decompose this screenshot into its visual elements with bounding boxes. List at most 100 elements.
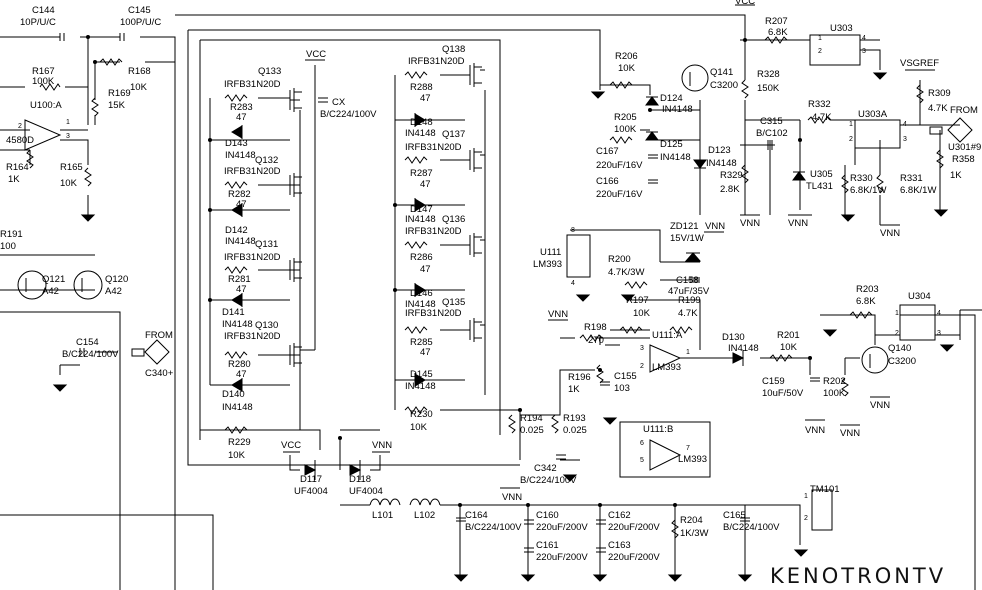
component-ref-label: R200 bbox=[608, 254, 631, 265]
pin-label: 2 bbox=[640, 363, 644, 370]
component-value-label: 1K/3W bbox=[680, 528, 709, 539]
pin-label: 8 bbox=[571, 227, 575, 234]
component-value-label: IN4148 bbox=[405, 128, 436, 139]
component-ref-label: R288 bbox=[410, 82, 433, 93]
component-value-label: 47 bbox=[236, 199, 247, 210]
net-label-vnn: VNN bbox=[880, 228, 900, 239]
component-ref-label: U305 bbox=[810, 169, 833, 180]
component-ref-label: R202 bbox=[823, 376, 846, 387]
component-ref-label: L102 bbox=[414, 510, 435, 521]
component-ref-label: R286 bbox=[410, 252, 433, 263]
component-ref-label: C154 bbox=[76, 337, 99, 348]
component-ref-label: R280 bbox=[228, 359, 251, 370]
component-ref-label: R206 bbox=[615, 51, 638, 62]
component-value-label: IN4148 bbox=[660, 152, 691, 163]
component-ref-label: Q136 bbox=[442, 214, 465, 225]
component-value-label: 47 bbox=[420, 93, 431, 104]
component-ref-label: R329 bbox=[720, 170, 743, 181]
component-value-label: IN4148 bbox=[222, 402, 253, 413]
component-ref-label: R309 bbox=[928, 88, 951, 99]
component-value-label: IN4148 bbox=[405, 299, 436, 310]
component-value-label: 220uF/200V bbox=[608, 552, 660, 563]
pin-label: 4 bbox=[903, 121, 907, 128]
component-value-label: IN4148 bbox=[728, 343, 759, 354]
component-value-label: 1K bbox=[8, 174, 20, 185]
component-value-label: B/C224/100V bbox=[62, 349, 119, 360]
component-value-label: C340+ bbox=[145, 368, 174, 379]
pin-label: 3 bbox=[66, 133, 70, 140]
component-value-label: 100K bbox=[823, 388, 846, 399]
component-value-label: 15V/1W bbox=[670, 233, 704, 244]
component-ref-label: D142 bbox=[225, 225, 248, 236]
pin-label: 6 bbox=[640, 440, 644, 447]
component-value-label: 10K bbox=[780, 342, 798, 353]
component-ref-label: R358 bbox=[952, 154, 975, 165]
component-ref-label: R191 bbox=[0, 229, 23, 240]
component-value-label: 4.7K bbox=[678, 308, 698, 319]
component-value-label: 10K bbox=[60, 178, 78, 189]
pin-label: 1 bbox=[686, 349, 690, 356]
component-value-label: 10P/U/C bbox=[20, 17, 56, 28]
component-ref-label: R229 bbox=[228, 437, 251, 448]
component-ref-label: R230 bbox=[410, 409, 433, 420]
component-ref-label: Q135 bbox=[442, 297, 465, 308]
component-value-label: IN4148 bbox=[225, 236, 256, 247]
component-value-label: TL431 bbox=[806, 181, 833, 192]
component-value-label: C3200 bbox=[888, 356, 916, 367]
pin-label: 1 bbox=[804, 493, 808, 500]
component-ref-label: R328 bbox=[757, 69, 780, 80]
component-value-label: IN4148 bbox=[222, 319, 253, 330]
component-value-label: 4.7K bbox=[928, 103, 948, 114]
component-ref-label: R197 bbox=[626, 295, 649, 306]
component-value-label: 4.7K bbox=[812, 112, 832, 123]
component-ref-label: FROM bbox=[950, 105, 978, 116]
watermark: KENOTRONTV bbox=[770, 564, 946, 588]
component-value-label: IN4148 bbox=[662, 104, 693, 115]
resistor-symbols bbox=[26, 36, 944, 539]
component-ref-label: D118 bbox=[349, 474, 371, 485]
component-value-label: 47 bbox=[420, 347, 431, 358]
component-value-label: IN4148 bbox=[225, 150, 256, 161]
component-value-label: 47 bbox=[236, 369, 247, 380]
component-ref-label: R201 bbox=[777, 330, 800, 341]
component-ref-label: R168 bbox=[128, 66, 151, 77]
pin-label: 4 bbox=[571, 280, 575, 287]
component-value-label: 2.8K bbox=[720, 184, 740, 195]
diode-symbols bbox=[231, 96, 806, 480]
net-label-vcc: VCC bbox=[306, 49, 326, 60]
component-ref-label: R199 bbox=[678, 295, 701, 306]
component-ref-label: C167 bbox=[596, 146, 619, 157]
component-value-label: 10K bbox=[130, 82, 148, 93]
component-value-label: IN4148 bbox=[706, 158, 737, 169]
component-ref-label: D148 bbox=[410, 117, 433, 128]
component-value-label: 47 bbox=[236, 284, 247, 295]
component-value-label: A42 bbox=[105, 286, 122, 297]
component-value-label: IRFB31N20D bbox=[405, 142, 462, 153]
pin-label: 4 bbox=[937, 310, 941, 317]
component-ref-label: U304 bbox=[908, 291, 931, 302]
pin-label: 4 bbox=[862, 35, 866, 42]
component-ref-label: C315 bbox=[760, 116, 783, 127]
component-value-label: 150K bbox=[757, 83, 780, 94]
net-label-vnn: VNN bbox=[788, 218, 808, 229]
component-value-label: 220uF/200V bbox=[536, 522, 588, 533]
component-value-label: IRFB31N20D bbox=[224, 166, 281, 177]
component-value-label: 10K bbox=[410, 422, 428, 433]
component-value-label: 10K bbox=[633, 308, 651, 319]
pin-label: 2 bbox=[18, 123, 22, 130]
component-value-label: 4580D bbox=[6, 135, 34, 146]
pin-label: 1 bbox=[849, 121, 853, 128]
component-value-label: IRFB31N20D bbox=[408, 56, 465, 67]
pin-labels: 2 3 1 2 1 4 3 1 2 4 3 8 4 3 2 1 6 5 7 1 … bbox=[18, 35, 941, 522]
component-ref-label: Q133 bbox=[258, 66, 281, 77]
net-label-vnn: VNN bbox=[840, 428, 860, 439]
component-ref-label: D141 bbox=[222, 307, 245, 318]
component-ref-label: C160 bbox=[536, 510, 559, 521]
pin-label: 2 bbox=[818, 48, 822, 55]
component-ref-label: R285 bbox=[410, 337, 433, 348]
component-ref-label: D130 bbox=[722, 332, 745, 343]
component-ref-label: R281 bbox=[228, 274, 251, 285]
component-value-label: 100 bbox=[0, 241, 16, 252]
net-label-vnn: VNN bbox=[548, 309, 568, 320]
